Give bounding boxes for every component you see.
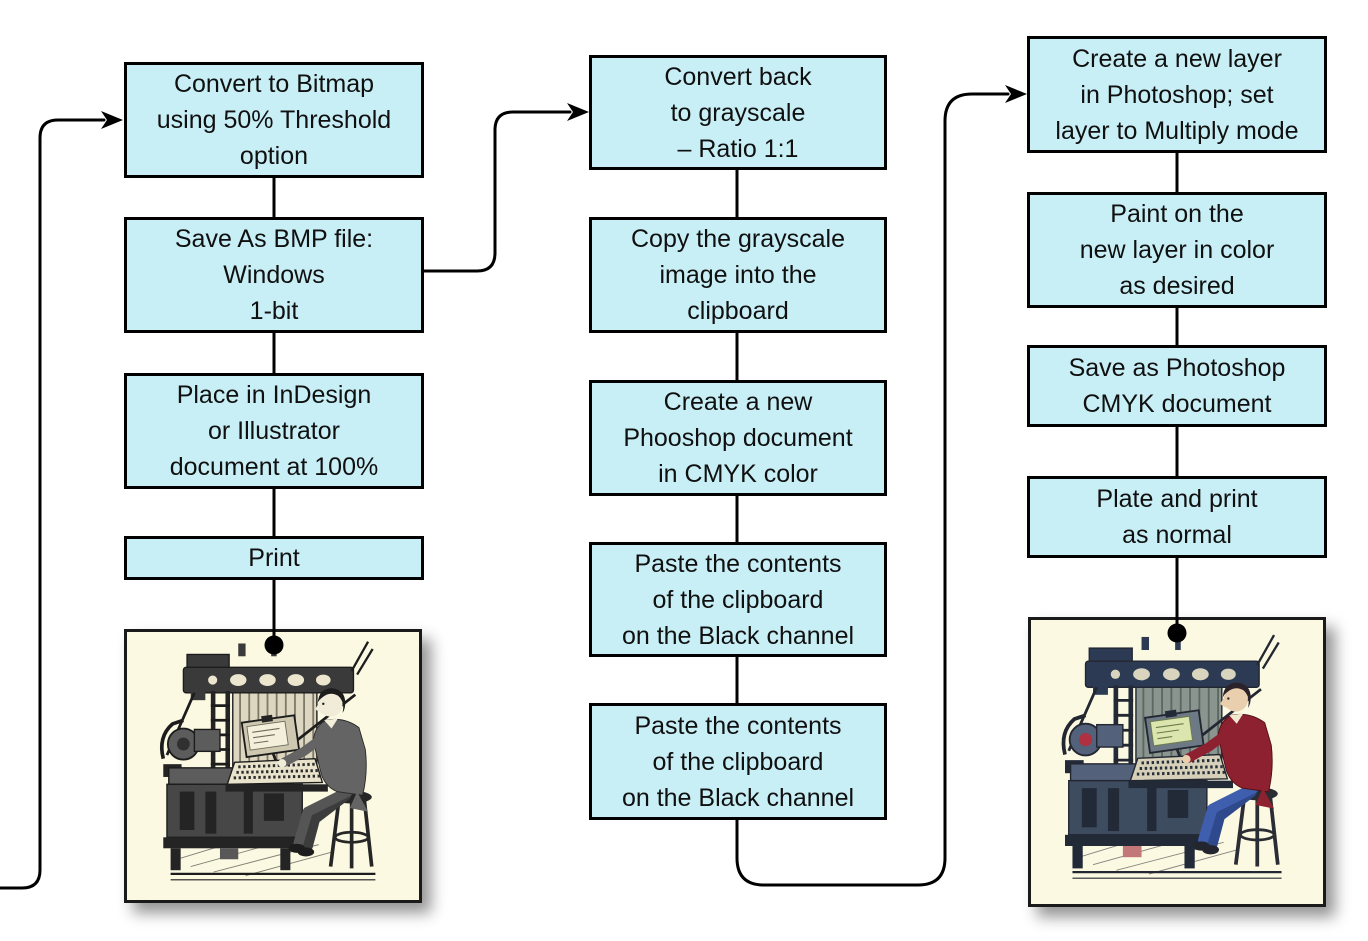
engraving-art-instance [161, 639, 376, 880]
arrowhead-into-create-new-layer [1005, 85, 1027, 103]
flowchart-box-paste-black-channel-1: Paste the contents of the clipboard on t… [589, 542, 887, 657]
flowchart-box-create-new-layer: Create a new layer in Photoshop; set lay… [1027, 36, 1327, 153]
flowchart-box-save-photoshop-cmyk: Save as Photoshop CMYK document [1027, 345, 1327, 427]
linotype-engraving-color [1063, 633, 1282, 879]
arrowhead-into-convert-to-bitmap [101, 111, 123, 129]
flowchart-box-plate-and-print: Plate and print as normal [1027, 476, 1327, 558]
flowchart-box-convert-back-grayscale: Convert back to grayscale – Ratio 1:1 [589, 55, 887, 170]
flowchart-box-paste-black-channel-2: Paste the contents of the clipboard on t… [589, 703, 887, 820]
engraving-art-instance [1063, 633, 1282, 879]
printed-sample-color [1028, 617, 1326, 907]
flowchart-box-place-in-indesign: Place in InDesign or Illustrator documen… [124, 373, 424, 489]
flowchart-box-paint-new-layer: Paint on the new layer in color as desir… [1027, 192, 1327, 308]
flowchart-box-copy-grayscale: Copy the grayscale image into the clipbo… [589, 217, 887, 333]
flowchart-box-convert-to-bitmap: Convert to Bitmap using 50% Threshold op… [124, 62, 424, 178]
linotype-engraving-bw [161, 639, 376, 880]
arrowhead-into-convert-back-grayscale [567, 103, 589, 121]
flowchart-box-print: Print [124, 536, 424, 580]
connector-entry [0, 118, 106, 890]
flowchart-box-save-as-bmp: Save As BMP file: Windows 1-bit [124, 217, 424, 333]
flowchart-box-create-phooshop-doc: Create a new Phooshop document in CMYK c… [589, 380, 887, 496]
printed-sample-bw [124, 629, 422, 903]
connector-l2-m1 [422, 110, 572, 273]
